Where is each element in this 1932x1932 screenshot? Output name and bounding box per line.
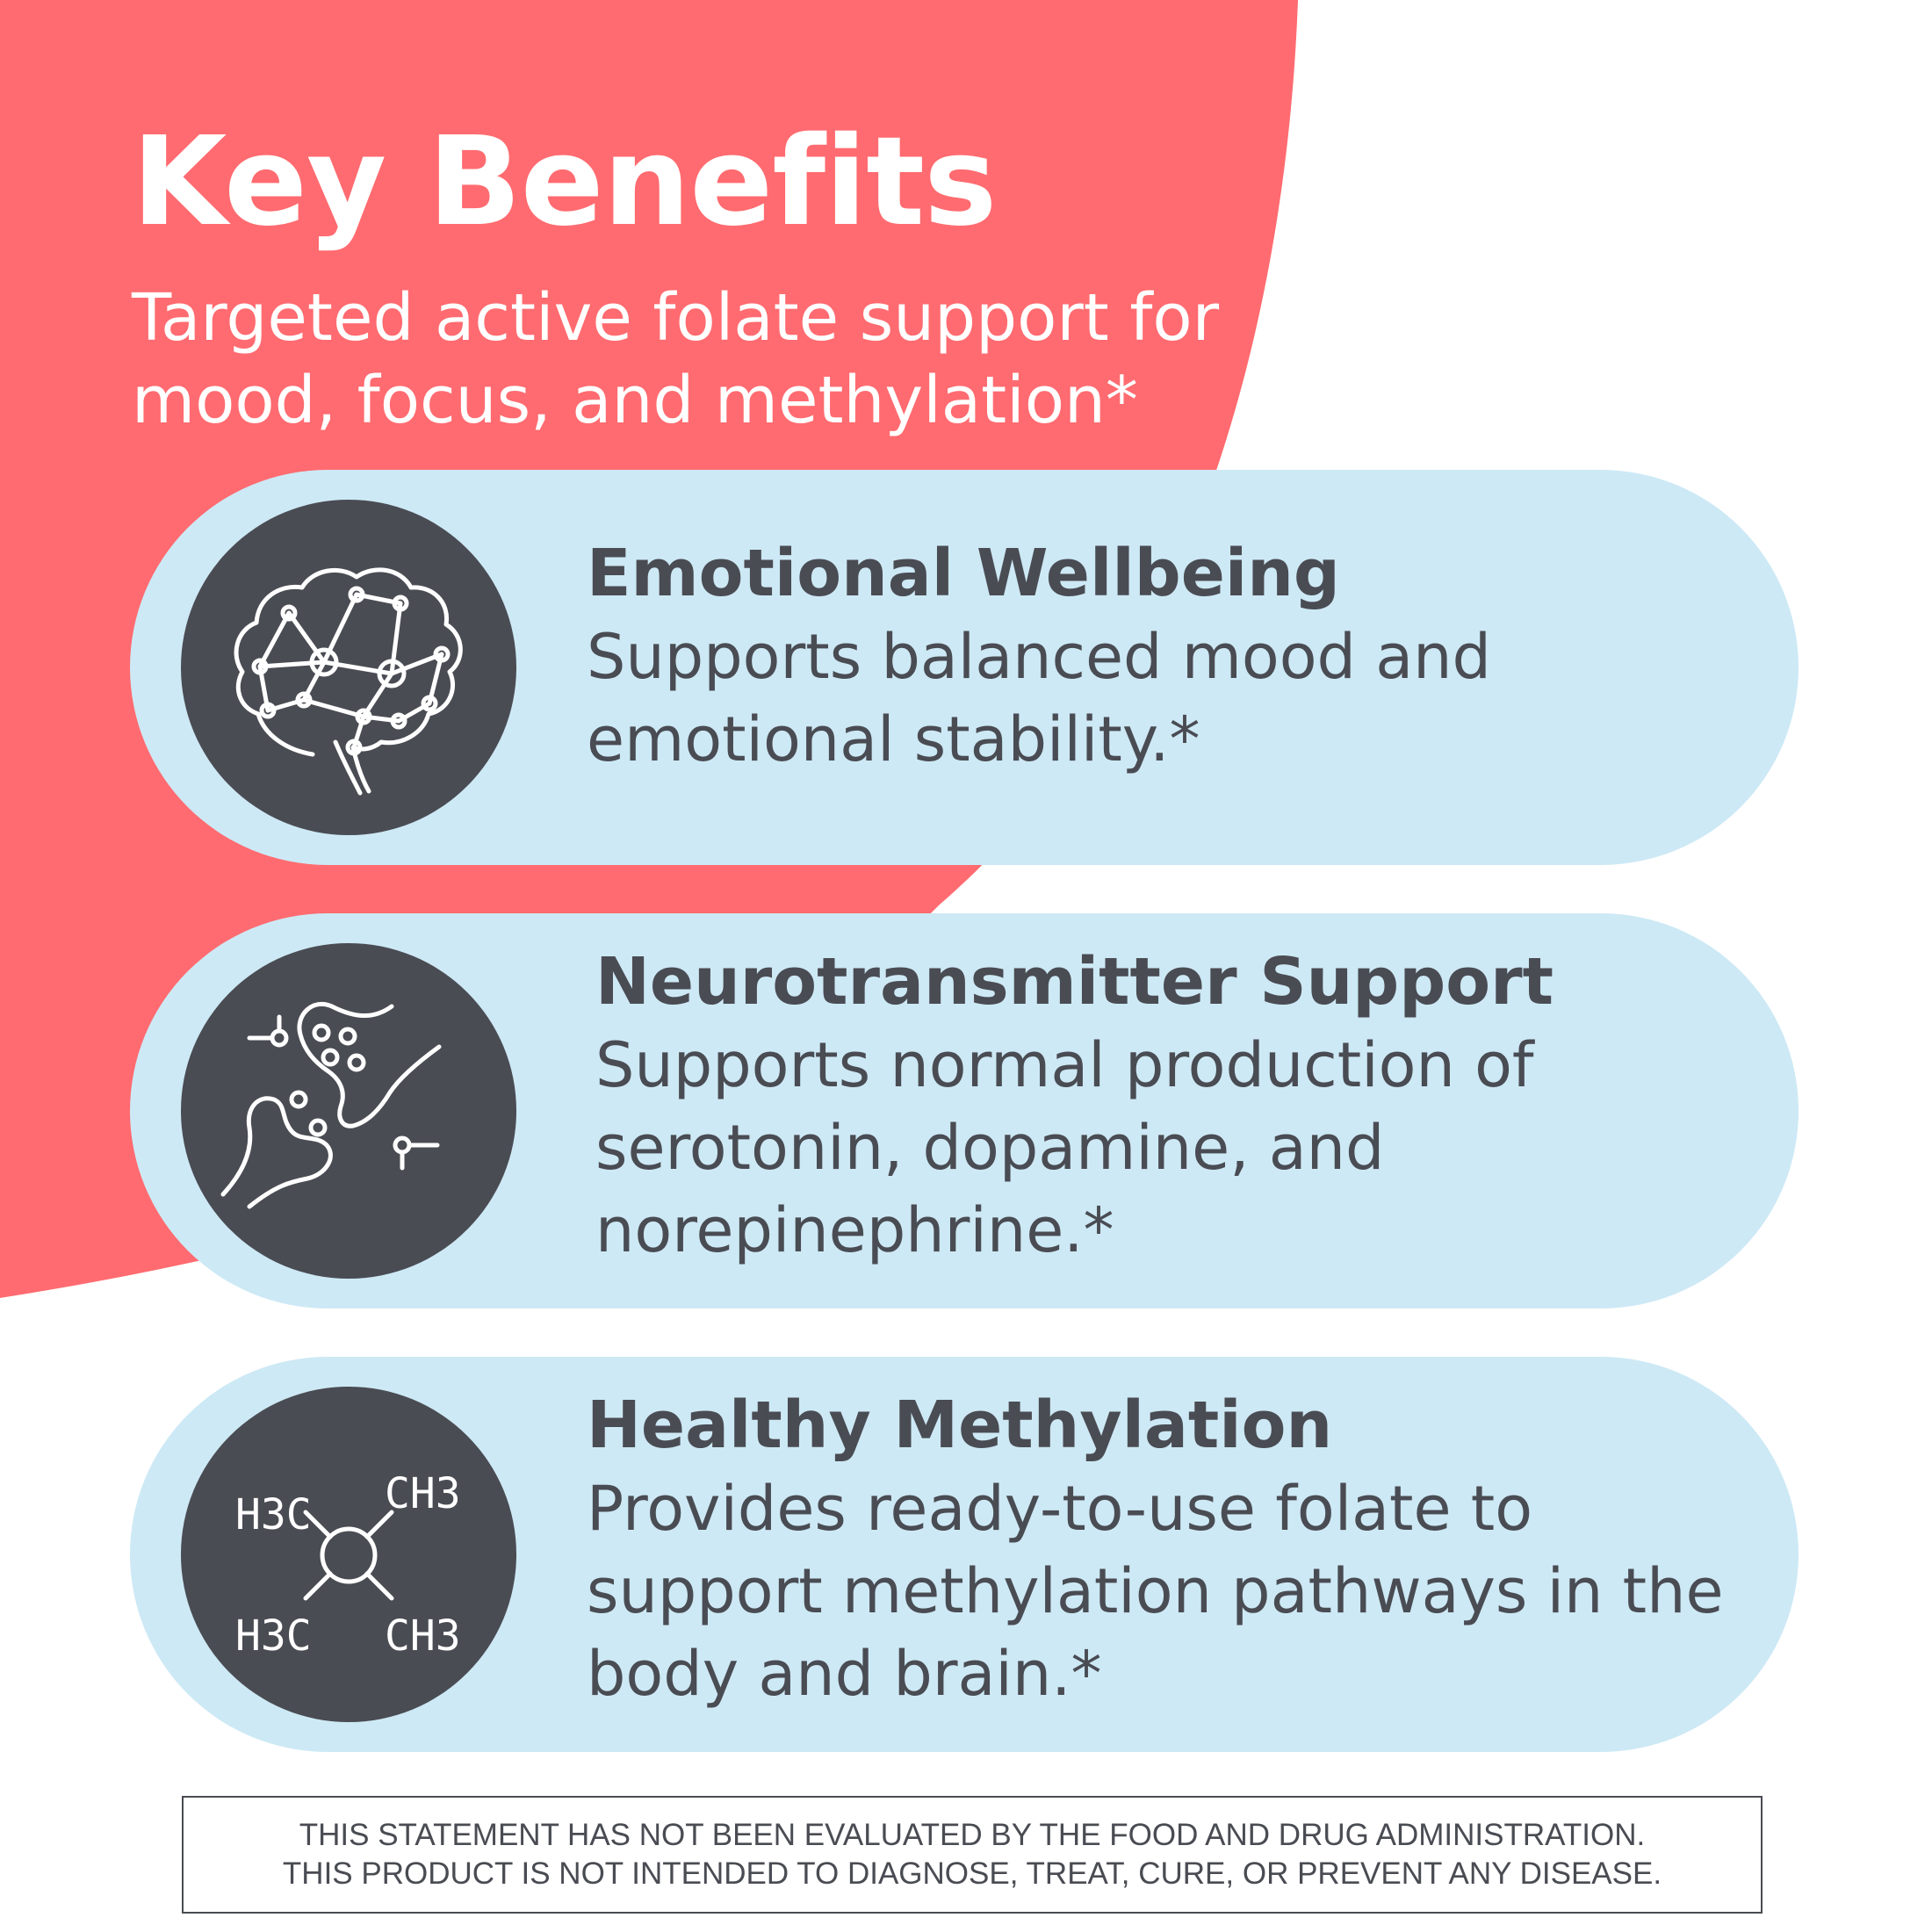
brain-network-icon xyxy=(234,567,463,796)
molecule-label-top-right: CH3 xyxy=(385,1469,461,1518)
page-subtitle: Targeted active folate support for mood,… xyxy=(132,280,1220,438)
icon-circle xyxy=(181,500,516,835)
disclaimer-line-1: THIS STATEMENT HAS NOT BEEN EVALUATED BY… xyxy=(299,1818,1646,1852)
benefit-heading: Healthy Methylation xyxy=(587,1388,1333,1463)
benefit-card-emotional-wellbeing: Emotional Wellbeing Supports balanced mo… xyxy=(130,470,1799,865)
methyl-molecule-icon: H3C CH3 H3C CH3 xyxy=(235,1469,461,1661)
molecule-label-bottom-left: H3C xyxy=(235,1611,312,1661)
benefit-heading: Emotional Wellbeing xyxy=(587,536,1340,611)
benefit-description: Provides ready-to-use folate to support … xyxy=(587,1473,1724,1710)
disclaimer-line-2: THIS PRODUCT IS NOT INTENDED TO DIAGNOSE… xyxy=(282,1856,1662,1891)
benefit-card-healthy-methylation: H3C CH3 H3C CH3 Healthy Methylation Prov… xyxy=(130,1357,1799,1752)
benefit-description: Supports normal production of serotonin,… xyxy=(595,1029,1534,1266)
icon-circle: H3C CH3 H3C CH3 xyxy=(181,1387,516,1722)
synapse-icon xyxy=(220,1001,442,1209)
fda-disclaimer-box: THIS STATEMENT HAS NOT BEEN EVALUATED BY… xyxy=(182,1796,1763,1914)
molecule-label-bottom-right: CH3 xyxy=(385,1611,461,1661)
icon-circle xyxy=(181,943,516,1279)
page-title: Key Benefits xyxy=(132,111,997,254)
molecule-label-top-left: H3C xyxy=(235,1490,312,1539)
benefit-heading: Neurotransmitter Support xyxy=(595,944,1554,1020)
benefit-description: Supports balanced mood and emotional sta… xyxy=(587,621,1491,775)
benefit-card-neurotransmitter-support: Neurotransmitter Support Supports normal… xyxy=(130,913,1799,1308)
